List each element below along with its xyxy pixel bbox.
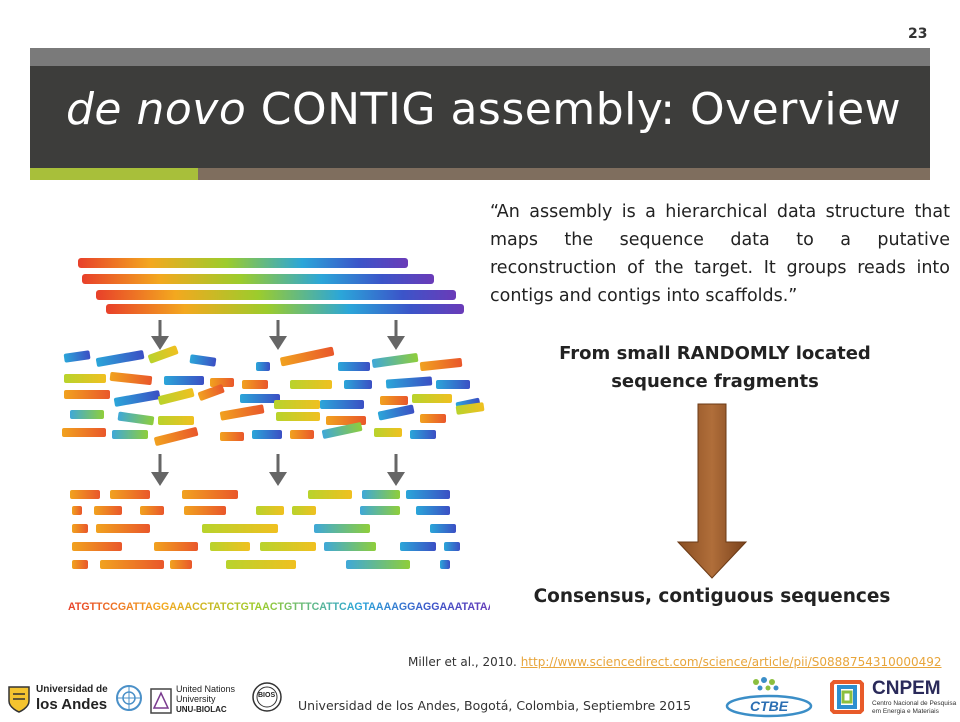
un-emblem-icon bbox=[116, 685, 142, 711]
tiled-fragments bbox=[70, 490, 460, 569]
consensus-sequence: ATGTTCCGATTAGGAAACCTATCTGTAACTGTTTCATTCA… bbox=[68, 601, 490, 613]
citation-link[interactable]: http://www.sciencedirect.com/science/art… bbox=[520, 655, 942, 669]
cnpem-mark-icon bbox=[830, 680, 864, 714]
from-line-2: sequence fragments bbox=[611, 371, 819, 392]
unu-line-3: UNU-BIOLAC bbox=[176, 705, 227, 714]
assembly-quote: “An assembly is a hierarchical data stru… bbox=[490, 202, 950, 306]
unu-line-2: University bbox=[176, 694, 216, 704]
title-italic: de novo bbox=[66, 84, 247, 135]
from-fragments-label: From small RANDOMLY located sequence fra… bbox=[530, 340, 900, 396]
accent-bar-green bbox=[30, 168, 198, 180]
shear-arrows bbox=[151, 320, 405, 350]
cnpem-sub-1: Centro Nacional de Pesquisa bbox=[872, 700, 957, 707]
bios-badge-icon bbox=[252, 682, 282, 712]
slide-number: 23 bbox=[908, 26, 928, 42]
unu-mark-icon bbox=[150, 688, 172, 714]
bios-text: BIOS bbox=[258, 692, 276, 699]
citation-author: Miller et al., 2010. bbox=[408, 655, 517, 669]
uniandes-line-1: Universidad de bbox=[36, 684, 108, 695]
uniandes-crest-icon bbox=[8, 686, 30, 713]
title-bar bbox=[30, 66, 930, 168]
slide-title: de novo CONTIG assembly: Overview bbox=[66, 84, 901, 135]
down-arrow-icon bbox=[676, 403, 748, 579]
from-line-1: From small RANDOMLY located bbox=[559, 343, 871, 364]
title-rest: CONTIG assembly: Overview bbox=[246, 84, 902, 135]
citation: Miller et al., 2010. http://www.scienced… bbox=[408, 655, 942, 669]
title-top-band bbox=[30, 48, 930, 66]
uniandes-logo: Universidad de los Andes bbox=[6, 682, 108, 718]
random-fragments bbox=[62, 345, 485, 446]
ctbe-mark-icon bbox=[725, 677, 813, 718]
long-reads bbox=[78, 258, 464, 314]
align-arrows bbox=[151, 454, 405, 486]
accent-bar-brown bbox=[198, 168, 930, 180]
ctbe-text: CTBE bbox=[750, 698, 789, 714]
ctbe-logo: CTBE bbox=[722, 676, 816, 718]
cnpem-sub-2: em Energia e Materiais bbox=[872, 708, 939, 715]
cnpem-logo: CNPEM Centro Nacional de Pesquisa em Ene… bbox=[828, 676, 956, 720]
unu-line-1: United Nations bbox=[176, 684, 236, 694]
bios-logo: BIOS bbox=[250, 680, 284, 718]
cnpem-text: CNPEM bbox=[872, 678, 941, 699]
footer-text: Universidad de los Andes, Bogotá, Colomb… bbox=[298, 698, 692, 713]
unu-logo: United Nations University UNU-BIOLAC bbox=[150, 682, 244, 718]
assembly-figure: ATGTTCCGATTAGGAAACCTATCTGTAACTGTTTCATTCA… bbox=[62, 258, 490, 613]
uniandes-line-2: los Andes bbox=[36, 696, 108, 713]
consensus-label: Consensus, contiguous sequences bbox=[533, 586, 891, 607]
